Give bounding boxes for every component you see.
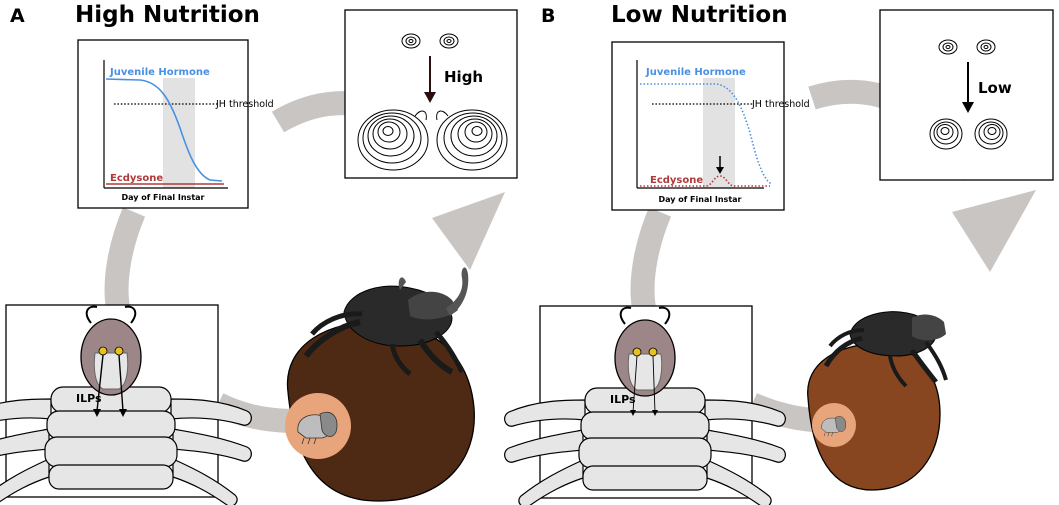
panel-letter: B [541,5,555,27]
hormone-graph: JH threshold Juvenile Hormone Ecdysone D… [77,39,274,209]
ecdysone-peak-arrowhead [716,167,724,174]
large-disc-icon [357,109,508,171]
critical-period-band [163,78,195,188]
jh-label: Juvenile Hormone [645,67,746,78]
x-axis-label: Day of Final Instar [659,195,742,204]
dung-ball [285,321,475,502]
ecdysone-label: Ecdysone [110,173,163,184]
brood-larva-icon [821,416,846,437]
ecdysone-curve [640,175,770,187]
larva-box: ILPs [504,305,786,505]
ecdysone-label: Ecdysone [650,175,703,186]
x-axis-label: Day of Final Instar [122,193,205,202]
larva-box: ILPs [0,304,252,505]
larva-icon [504,306,786,505]
growth-level-label: High [444,68,483,86]
jh-threshold-label: JH threshold [215,99,274,110]
small-disc-icon [938,39,996,55]
ilp-label: ILPs [610,393,636,406]
growth-level-label: Low [978,79,1012,97]
disc-growth-box: Low [879,9,1054,181]
medium-disc-icon [929,118,1008,150]
panel-title: Low Nutrition [611,2,788,28]
larva-icon [0,305,252,505]
brood-larva-icon [297,411,338,445]
dung-beetle-icon [303,267,469,376]
small-disc-icon [401,33,459,49]
panel-b: B Low Nutrition JH threshold Juvenile Ho… [504,2,1054,505]
hormone-graph: JH threshold Juvenile Hormone Ecdysone D… [611,41,810,211]
jh-threshold-label: JH threshold [751,99,810,110]
jh-label: Juvenile Hormone [109,67,210,78]
growth-arrowhead [962,102,974,113]
jh-curve [640,83,773,185]
graph-frame [611,41,785,211]
panel-title: High Nutrition [75,2,260,28]
jh-curve [105,78,223,182]
panel-a: A High Nutrition JH threshold Juvenile H… [0,2,518,505]
growth-arrowhead [424,92,436,103]
dung-ball [807,343,941,491]
disc-growth-box: High [344,9,518,179]
ilp-label: ILPs [76,392,102,405]
dung-beetle-icon [823,311,948,388]
panel-letter: A [10,5,25,27]
